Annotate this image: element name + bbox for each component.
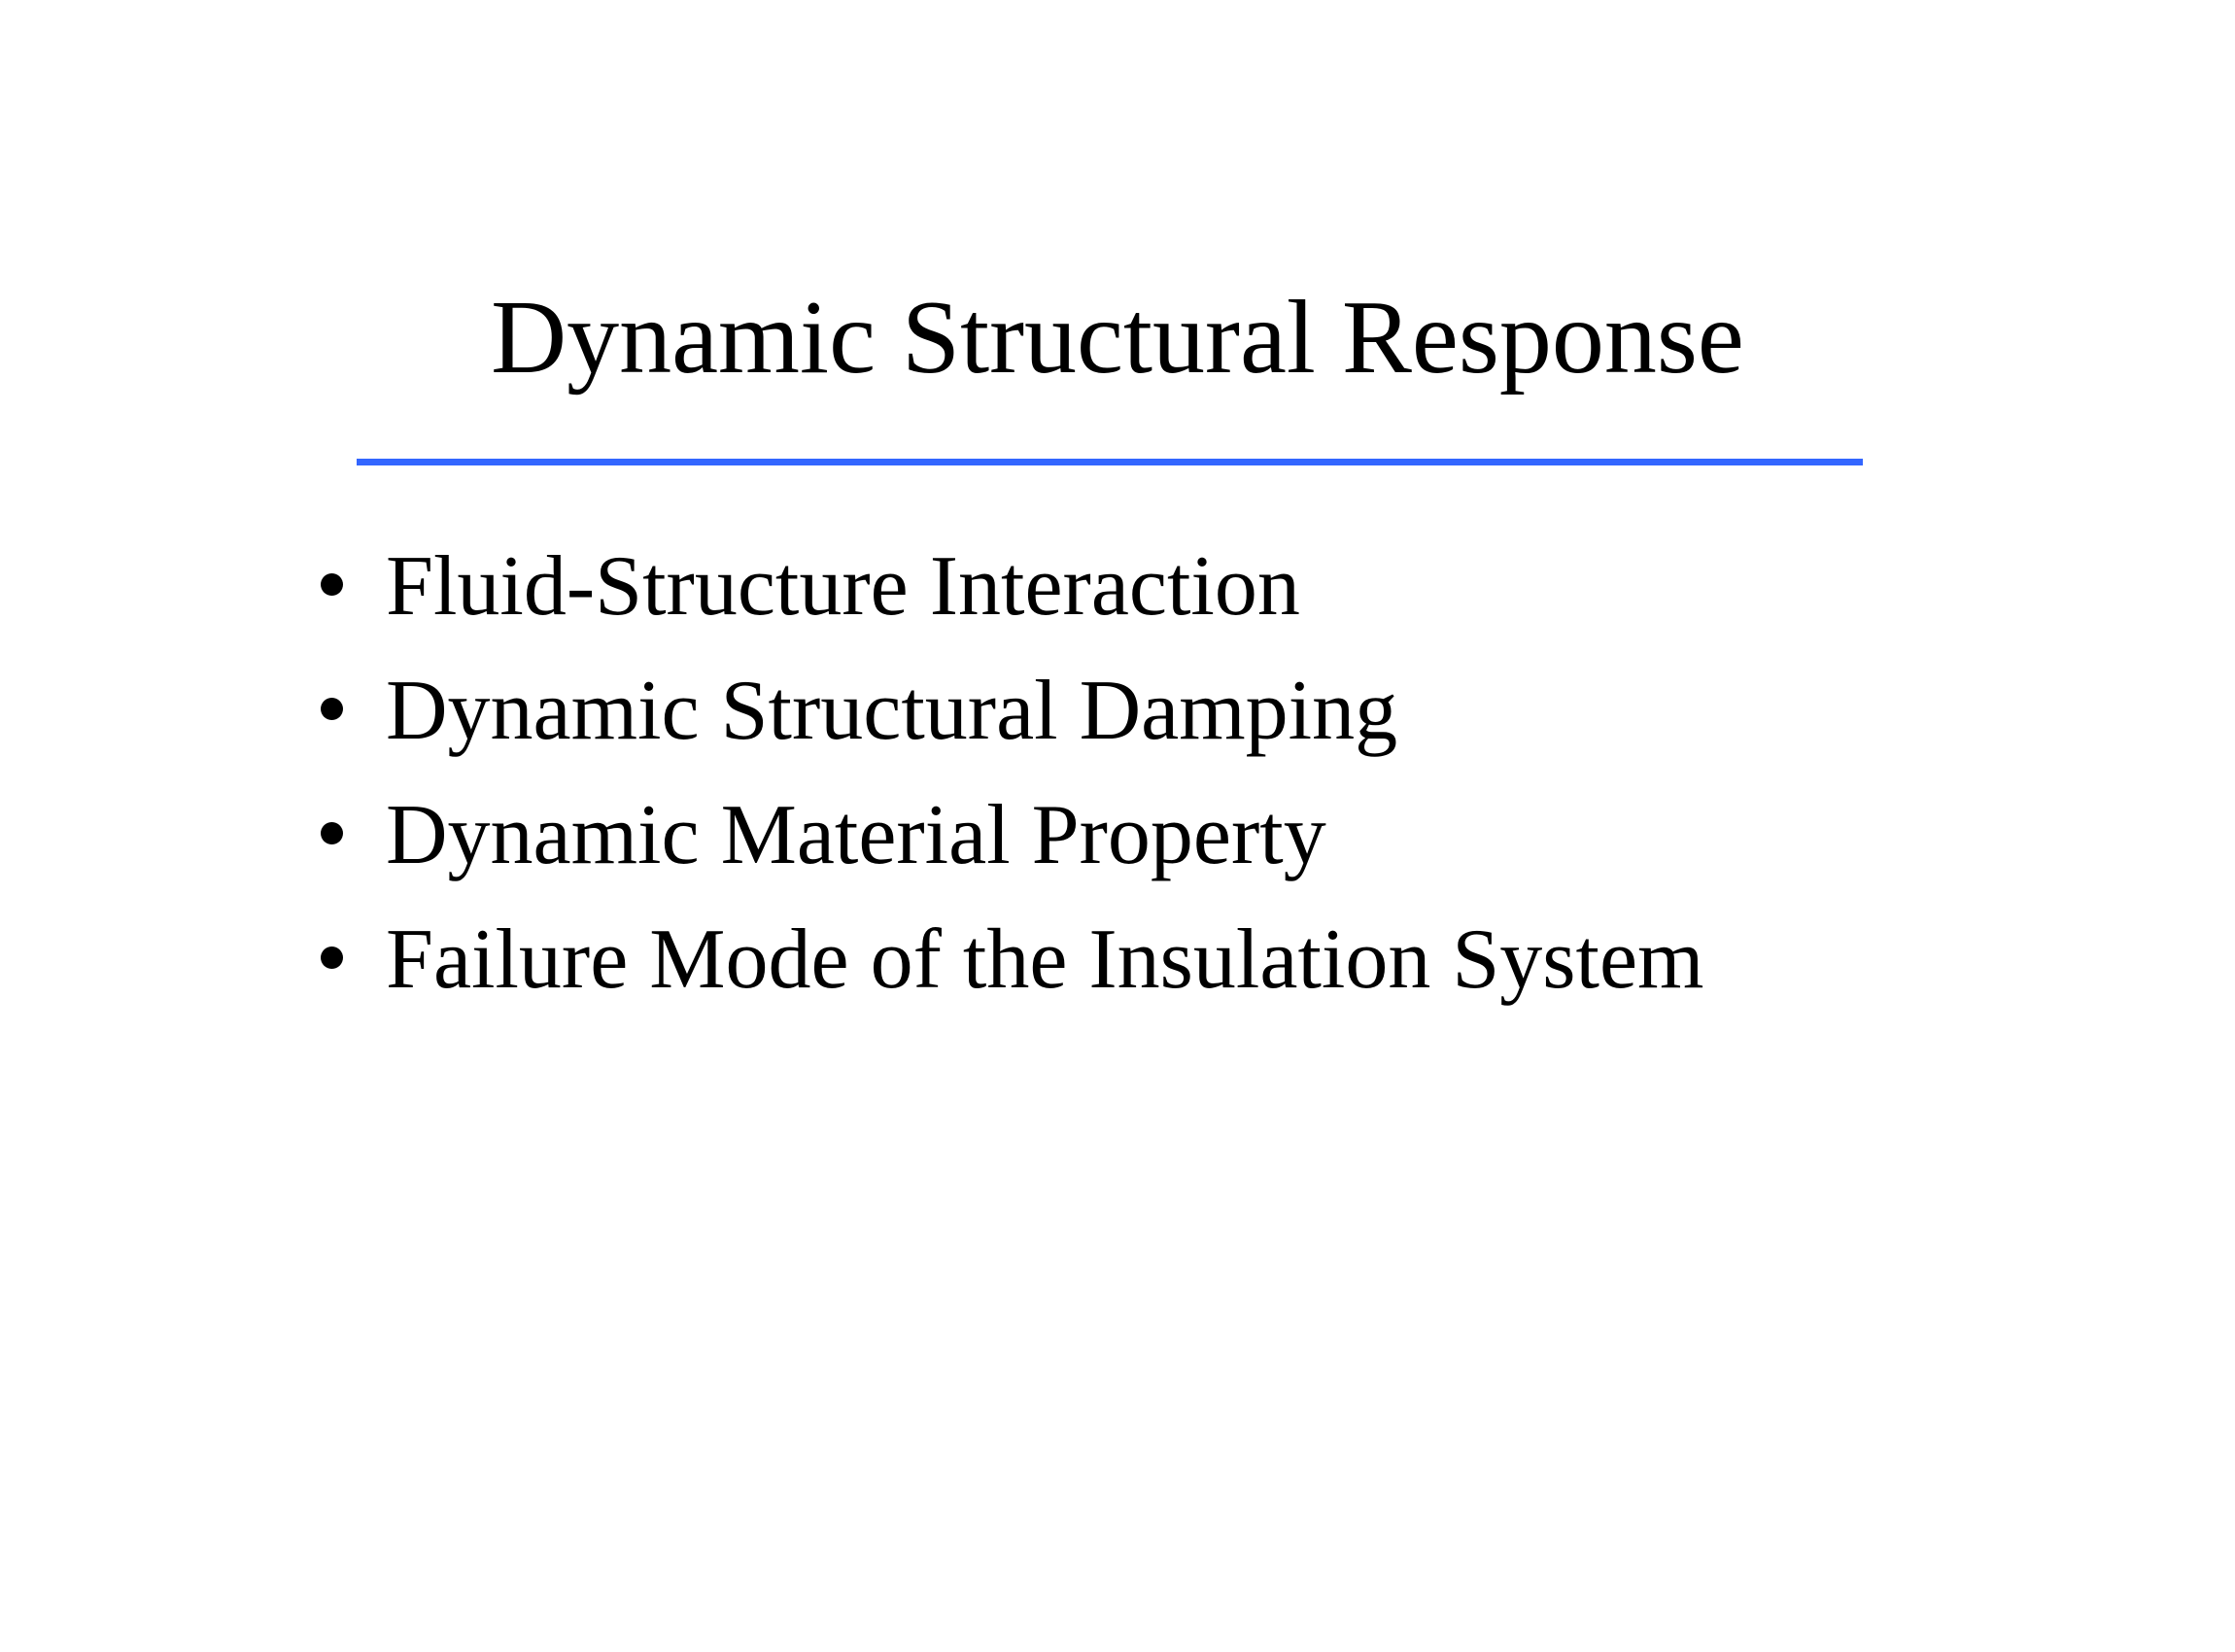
page-title: Dynamic Structural Response bbox=[491, 280, 1744, 396]
list-item: Dynamic Material Property bbox=[321, 774, 2070, 898]
title-underline-rule bbox=[357, 459, 1863, 465]
list-item: Fluid-Structure Interaction bbox=[321, 525, 2070, 649]
bullet-dot-icon bbox=[321, 822, 343, 844]
bullet-dot-icon bbox=[321, 946, 343, 969]
list-item: Failure Mode of the Insulation System bbox=[321, 898, 2070, 1022]
list-item-label: Dynamic Material Property bbox=[386, 788, 1326, 882]
list-item-label: Fluid-Structure Interaction bbox=[386, 539, 1300, 634]
list-item: Dynamic Structural Damping bbox=[321, 649, 2070, 774]
list-item-label: Failure Mode of the Insulation System bbox=[386, 912, 1704, 1007]
bullet-dot-icon bbox=[321, 573, 343, 596]
bullet-dot-icon bbox=[321, 698, 343, 720]
list-item-label: Dynamic Structural Damping bbox=[386, 664, 1398, 758]
bullet-list: Fluid-Structure Interaction Dynamic Stru… bbox=[321, 525, 2070, 1022]
title-block: Dynamic Structural Response bbox=[0, 280, 2235, 396]
